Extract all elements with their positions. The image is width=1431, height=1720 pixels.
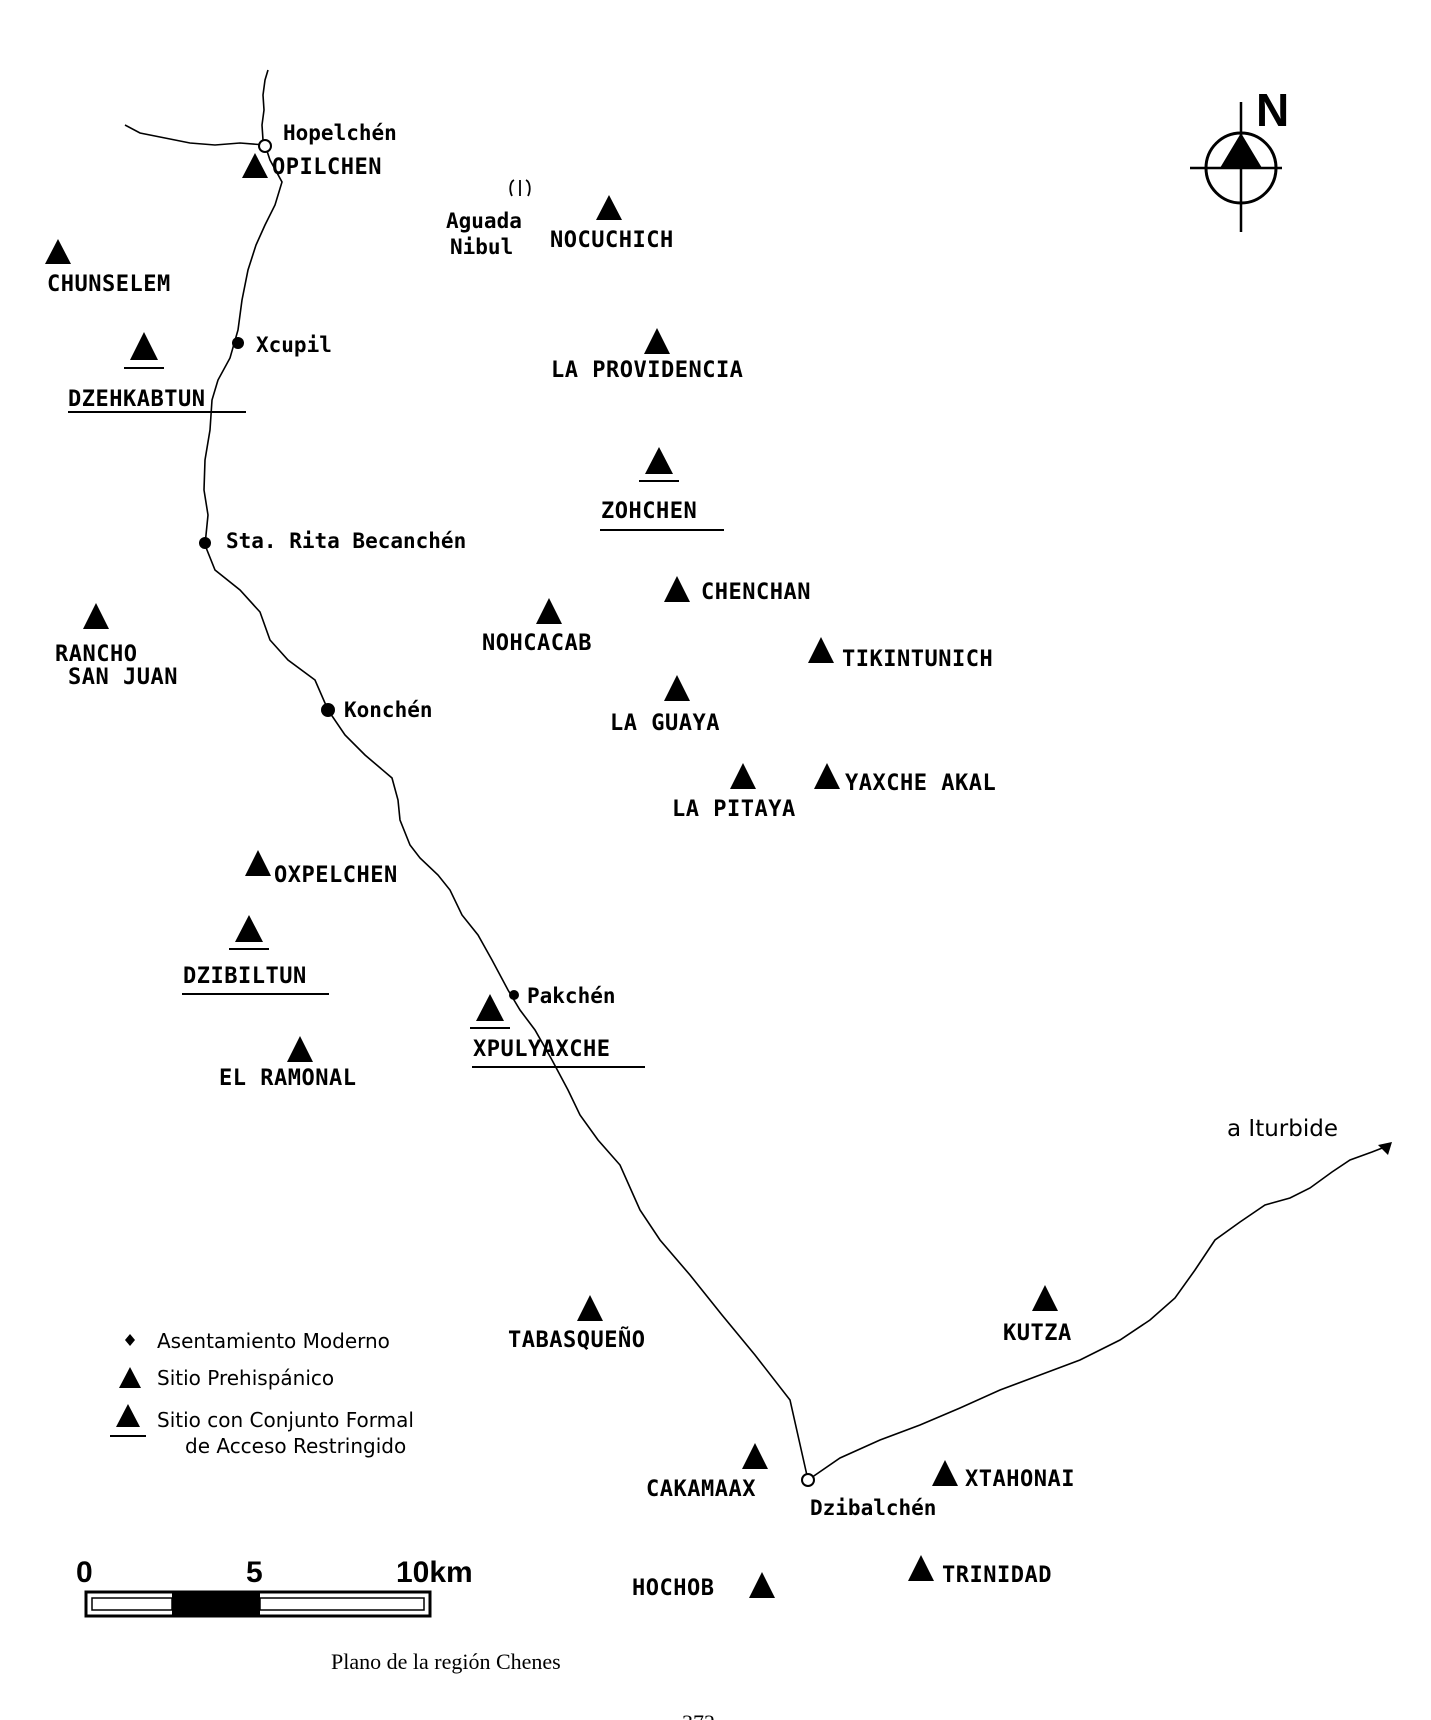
site-label-nohcacab: NOHCACAB xyxy=(482,631,592,656)
site-label-hochob: HOCHOB xyxy=(632,1576,714,1601)
north-arrow-icon xyxy=(1190,102,1282,232)
site-label-xpulyaxche: XPULYAXCHE xyxy=(473,1037,610,1062)
site-label-cakamaax: CAKAMAAX xyxy=(646,1477,756,1502)
site-label-chunselem: CHUNSELEM xyxy=(47,272,171,297)
legend-prehispanic-icon xyxy=(119,1367,141,1388)
site-triangle-tabasqueno xyxy=(577,1295,603,1321)
site-triangle-opilchen xyxy=(242,153,268,178)
site-triangle-nocuchich xyxy=(596,195,622,220)
scale-bar-inner-right xyxy=(259,1597,425,1611)
road-west-spur xyxy=(124,124,266,146)
site-label-la-pitaya: LA PITAYA xyxy=(672,797,796,822)
town-dot-pakchen xyxy=(509,990,519,1000)
scale-label-end: 10km xyxy=(396,1556,473,1589)
town-dot-konchen xyxy=(321,703,335,717)
site-triangle-hochob xyxy=(749,1572,775,1598)
scale-bar-fill-mid xyxy=(172,1592,260,1616)
site-triangle-la-pitaya xyxy=(730,763,756,789)
site-label-zohchen: ZOHCHEN xyxy=(601,499,697,524)
road-north-spur xyxy=(261,69,269,146)
town-dot-sta-rita xyxy=(199,537,211,549)
scale-label-zero: 0 xyxy=(76,1556,93,1589)
town-label-konchen: Konchén xyxy=(344,698,433,722)
site-triangle-la-providencia xyxy=(644,328,670,354)
site-label-tabasqueno: TABASQUEÑO xyxy=(508,1327,645,1353)
north-label: N xyxy=(1256,84,1289,136)
site-triangle-rancho-san-juan xyxy=(83,603,109,629)
site-label-san-juan: SAN JUAN xyxy=(68,665,178,690)
site-triangle-xtahonai xyxy=(932,1460,958,1486)
site-label-la-guaya: LA GUAYA xyxy=(610,711,720,736)
site-triangle-la-guaya xyxy=(664,675,690,701)
legend-modern-icon xyxy=(125,1334,135,1346)
legend-prehispanic-label: Sitio Prehispánico xyxy=(157,1366,334,1390)
site-triangle-cakamaax xyxy=(742,1443,768,1469)
scale-label-mid: 5 xyxy=(246,1556,263,1589)
site-label-nocuchich: NOCUCHICH xyxy=(550,228,674,253)
town-label-hopelchen: Hopelchén xyxy=(283,121,397,145)
site-triangle-chunselem xyxy=(45,239,71,264)
site-triangle-nohcacab xyxy=(536,598,562,624)
town-label-sta-rita: Sta. Rita Becanchén xyxy=(226,529,466,553)
site-label-dzehkabtun: DZEHKABTUN xyxy=(68,387,205,412)
arrow-iturbide-icon xyxy=(1378,1142,1392,1155)
town-label-xcupil: Xcupil xyxy=(256,333,332,357)
page-number: 372 xyxy=(682,1710,715,1720)
site-triangle-xpulyaxche xyxy=(476,994,504,1021)
site-label-yaxche-akal: YAXCHE AKAL xyxy=(845,771,996,796)
site-triangle-zohchen xyxy=(645,447,673,474)
scale-bar: 0 5 10km xyxy=(76,1556,473,1618)
aguada-icon xyxy=(509,179,531,197)
town-dot-hopelchen xyxy=(258,139,272,153)
site-triangle-el-ramonal xyxy=(287,1036,313,1062)
town-label-pakchen: Pakchén xyxy=(527,984,616,1008)
site-triangle-dzehkabtun xyxy=(130,332,158,360)
site-label-trinidad: TRINIDAD xyxy=(942,1563,1052,1588)
site-triangle-tikintunich xyxy=(808,637,834,663)
aguada-label-line1: Aguada xyxy=(446,209,522,233)
legend-modern-label: Asentamiento Moderno xyxy=(157,1329,390,1353)
legend-restricted-label-line2: de Acceso Restringido xyxy=(185,1434,406,1458)
aguada-label-line2: Nibul xyxy=(450,235,513,259)
map-caption: Plano de la región Chenes xyxy=(331,1649,561,1674)
legend: Asentamiento Moderno Sitio Prehispánico … xyxy=(110,1329,414,1458)
scale-bar-inner-left xyxy=(91,1597,173,1611)
site-triangle-trinidad xyxy=(908,1555,934,1581)
site-label-opilchen: OPILCHEN xyxy=(272,155,382,180)
site-triangle-oxpelchen xyxy=(245,850,271,876)
town-label-dzibalchen: Dzibalchén xyxy=(810,1496,936,1520)
site-label-chenchan: CHENCHAN xyxy=(701,580,811,605)
town-dot-dzibalchen xyxy=(801,1473,815,1487)
legend-restricted-icon xyxy=(116,1404,140,1427)
site-label-xtahonai: XTAHONAI xyxy=(965,1467,1075,1492)
site-label-kutza: KUTZA xyxy=(1003,1321,1072,1346)
site-label-la-providencia: LA PROVIDENCIA xyxy=(551,358,743,383)
road-east-iturbide xyxy=(807,1144,1391,1481)
site-label-tikintunich: TIKINTUNICH xyxy=(842,647,993,672)
site-triangle-kutza xyxy=(1032,1285,1058,1311)
site-label-rancho: RANCHO xyxy=(55,642,137,667)
town-dot-xcupil xyxy=(232,337,244,349)
legend-restricted-label-line1: Sitio con Conjunto Formal xyxy=(157,1408,414,1432)
site-label-oxpelchen: OXPELCHEN xyxy=(274,863,398,888)
site-triangle-dzibiltun xyxy=(235,915,263,942)
site-label-el-ramonal: EL RAMONAL xyxy=(219,1066,356,1091)
site-label-dzibiltun: DZIBILTUN xyxy=(183,964,307,989)
site-triangle-yaxche-akal xyxy=(814,763,840,789)
site-triangle-chenchan xyxy=(664,576,690,602)
destination-label: a Iturbide xyxy=(1227,1116,1338,1142)
